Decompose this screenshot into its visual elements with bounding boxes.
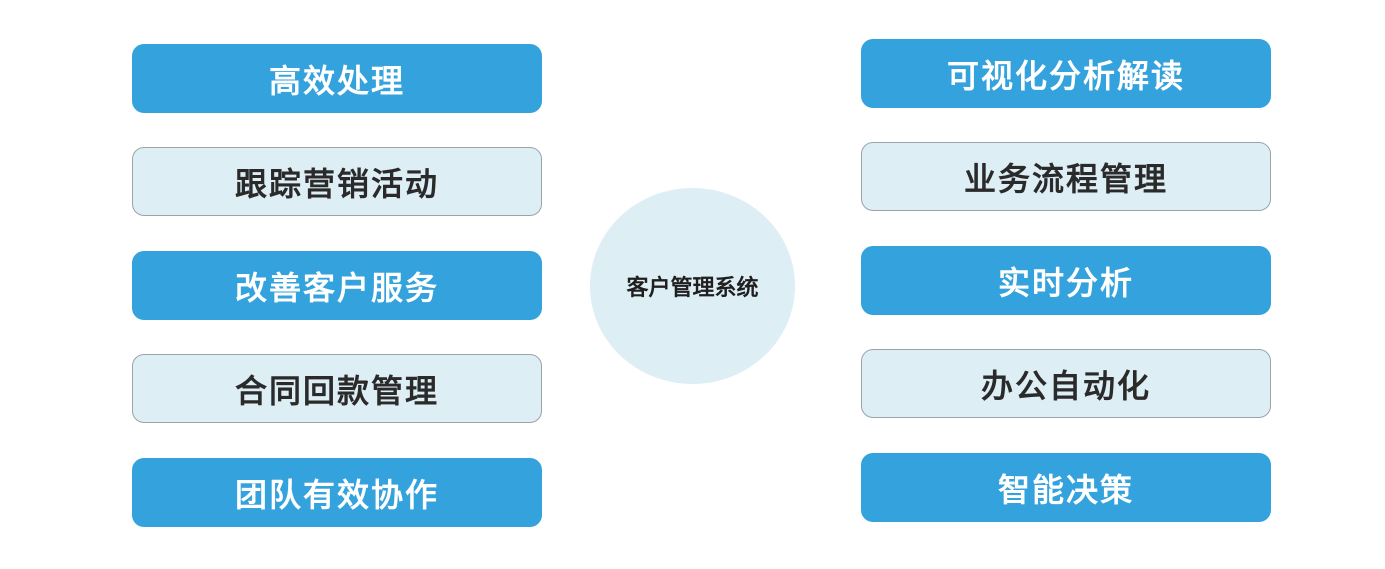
feature-box-smart-decision: 智能决策 xyxy=(861,453,1271,522)
feature-label: 业务流程管理 xyxy=(963,159,1168,198)
feature-label: 跟踪营销活动 xyxy=(234,164,439,203)
feature-label: 合同回款管理 xyxy=(234,371,439,410)
center-hub-circle: 客户管理系统 xyxy=(590,188,795,384)
feature-label: 高效处理 xyxy=(268,61,405,100)
feature-box-contract-payment: 合同回款管理 xyxy=(132,354,542,423)
feature-box-visual-analysis: 可视化分析解读 xyxy=(861,39,1271,108)
feature-label: 智能决策 xyxy=(997,470,1134,509)
center-hub-label: 客户管理系统 xyxy=(626,276,759,301)
feature-label: 办公自动化 xyxy=(980,366,1151,405)
feature-box-team-collaboration: 团队有效协作 xyxy=(132,458,542,527)
feature-box-marketing-tracking: 跟踪营销活动 xyxy=(132,147,542,216)
feature-label: 实时分析 xyxy=(997,263,1134,302)
feature-box-office-automation: 办公自动化 xyxy=(861,349,1271,418)
feature-box-efficient-processing: 高效处理 xyxy=(132,44,542,113)
feature-label: 团队有效协作 xyxy=(234,475,439,514)
feature-label: 改善客户服务 xyxy=(234,268,439,307)
right-feature-column: 可视化分析解读 业务流程管理 实时分析 办公自动化 智能决策 xyxy=(861,0,1271,569)
feature-box-realtime-analysis: 实时分析 xyxy=(861,246,1271,315)
feature-box-process-management: 业务流程管理 xyxy=(861,142,1271,211)
feature-label: 可视化分析解读 xyxy=(946,56,1185,95)
left-feature-column: 高效处理 跟踪营销活动 改善客户服务 合同回款管理 团队有效协作 xyxy=(132,0,542,569)
feature-box-customer-service: 改善客户服务 xyxy=(132,251,542,320)
